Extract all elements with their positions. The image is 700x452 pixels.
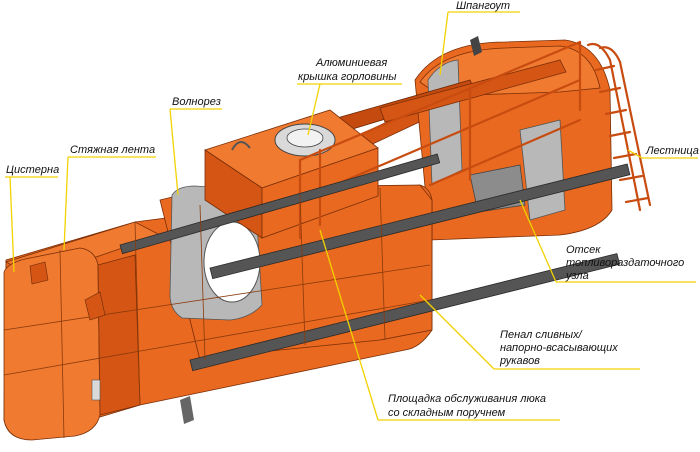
leader-lines [5,11,698,421]
hose-case-pipe [209,163,631,280]
label-aluminium-lid-line2: крышка горловины [298,71,397,83]
label-otsek-line2: топливораздаточного [566,257,684,269]
label-styazhnaya-lenta: Стяжная лента [70,144,155,156]
tank-illustration [3,36,652,441]
label-aluminium-lid-line1: Алюминиевая [315,57,387,69]
label-shpangout: Шпангоут [456,0,510,12]
tension-band [59,187,386,439]
label-ploshadka-line2: со складным поручнем [388,407,506,419]
ladder [586,42,652,212]
label-penal-line3: рукавов [499,355,540,367]
label-lestnica: Лестница [645,145,699,157]
label-cisterna: Цистерна [6,164,59,176]
label-penal-line1: Пенал сливных/ [500,329,583,341]
tank-end-cap [3,247,101,441]
label-otsek-line1: Отсек [566,244,601,256]
callout-labels: Шпангоут Алюминиевая крышка горловины Во… [6,0,699,419]
label-ploshadka-line1: Площадка обслуживания люка [388,393,546,405]
label-otsek-line3: узла [565,270,589,282]
frame-shpangout [427,59,463,186]
label-volnorez: Волнорез [172,96,221,108]
label-penal-line2: напорно-всасывающих [500,342,618,354]
